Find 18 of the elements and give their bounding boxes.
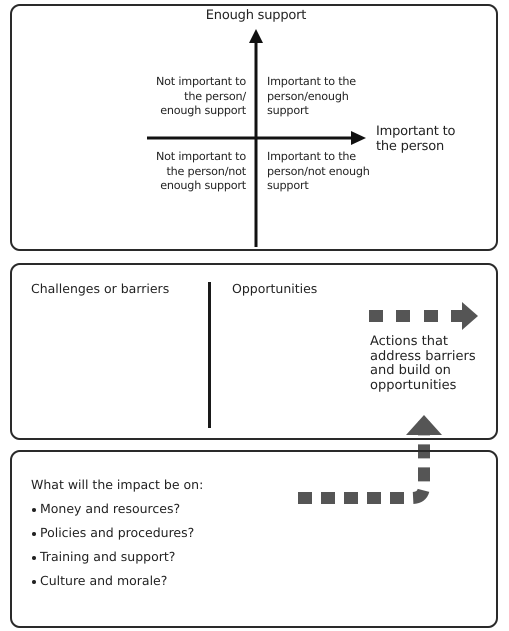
column-heading: Challenges or barriers [31, 281, 170, 296]
question-text: What will the impact be on: [31, 477, 204, 492]
panel-box [10, 450, 498, 628]
panel-box [10, 4, 498, 251]
axis-label: Important to the person [376, 124, 456, 154]
axis-label: Enough support [204, 8, 308, 23]
action-text: Actions that address barriers and build on opportunities [370, 335, 477, 393]
column-heading: Opportunities [232, 281, 318, 296]
list-item: Money and resources? [40, 501, 180, 516]
list-item: Training and support? [40, 549, 176, 564]
quadrant-label: Important to the person/enough support [267, 75, 357, 118]
list-item: Culture and morale? [40, 573, 168, 588]
quadrant-label: Not important to the person/not enough support [154, 150, 246, 194]
dashed-arrow [298, 415, 442, 504]
panel-box [10, 263, 498, 440]
quadrant-label: Important to the person/not enough support [267, 150, 371, 194]
list-item: Policies and procedures? [40, 525, 194, 540]
quadrant-label: Not important to the person/ enough support [154, 75, 246, 118]
